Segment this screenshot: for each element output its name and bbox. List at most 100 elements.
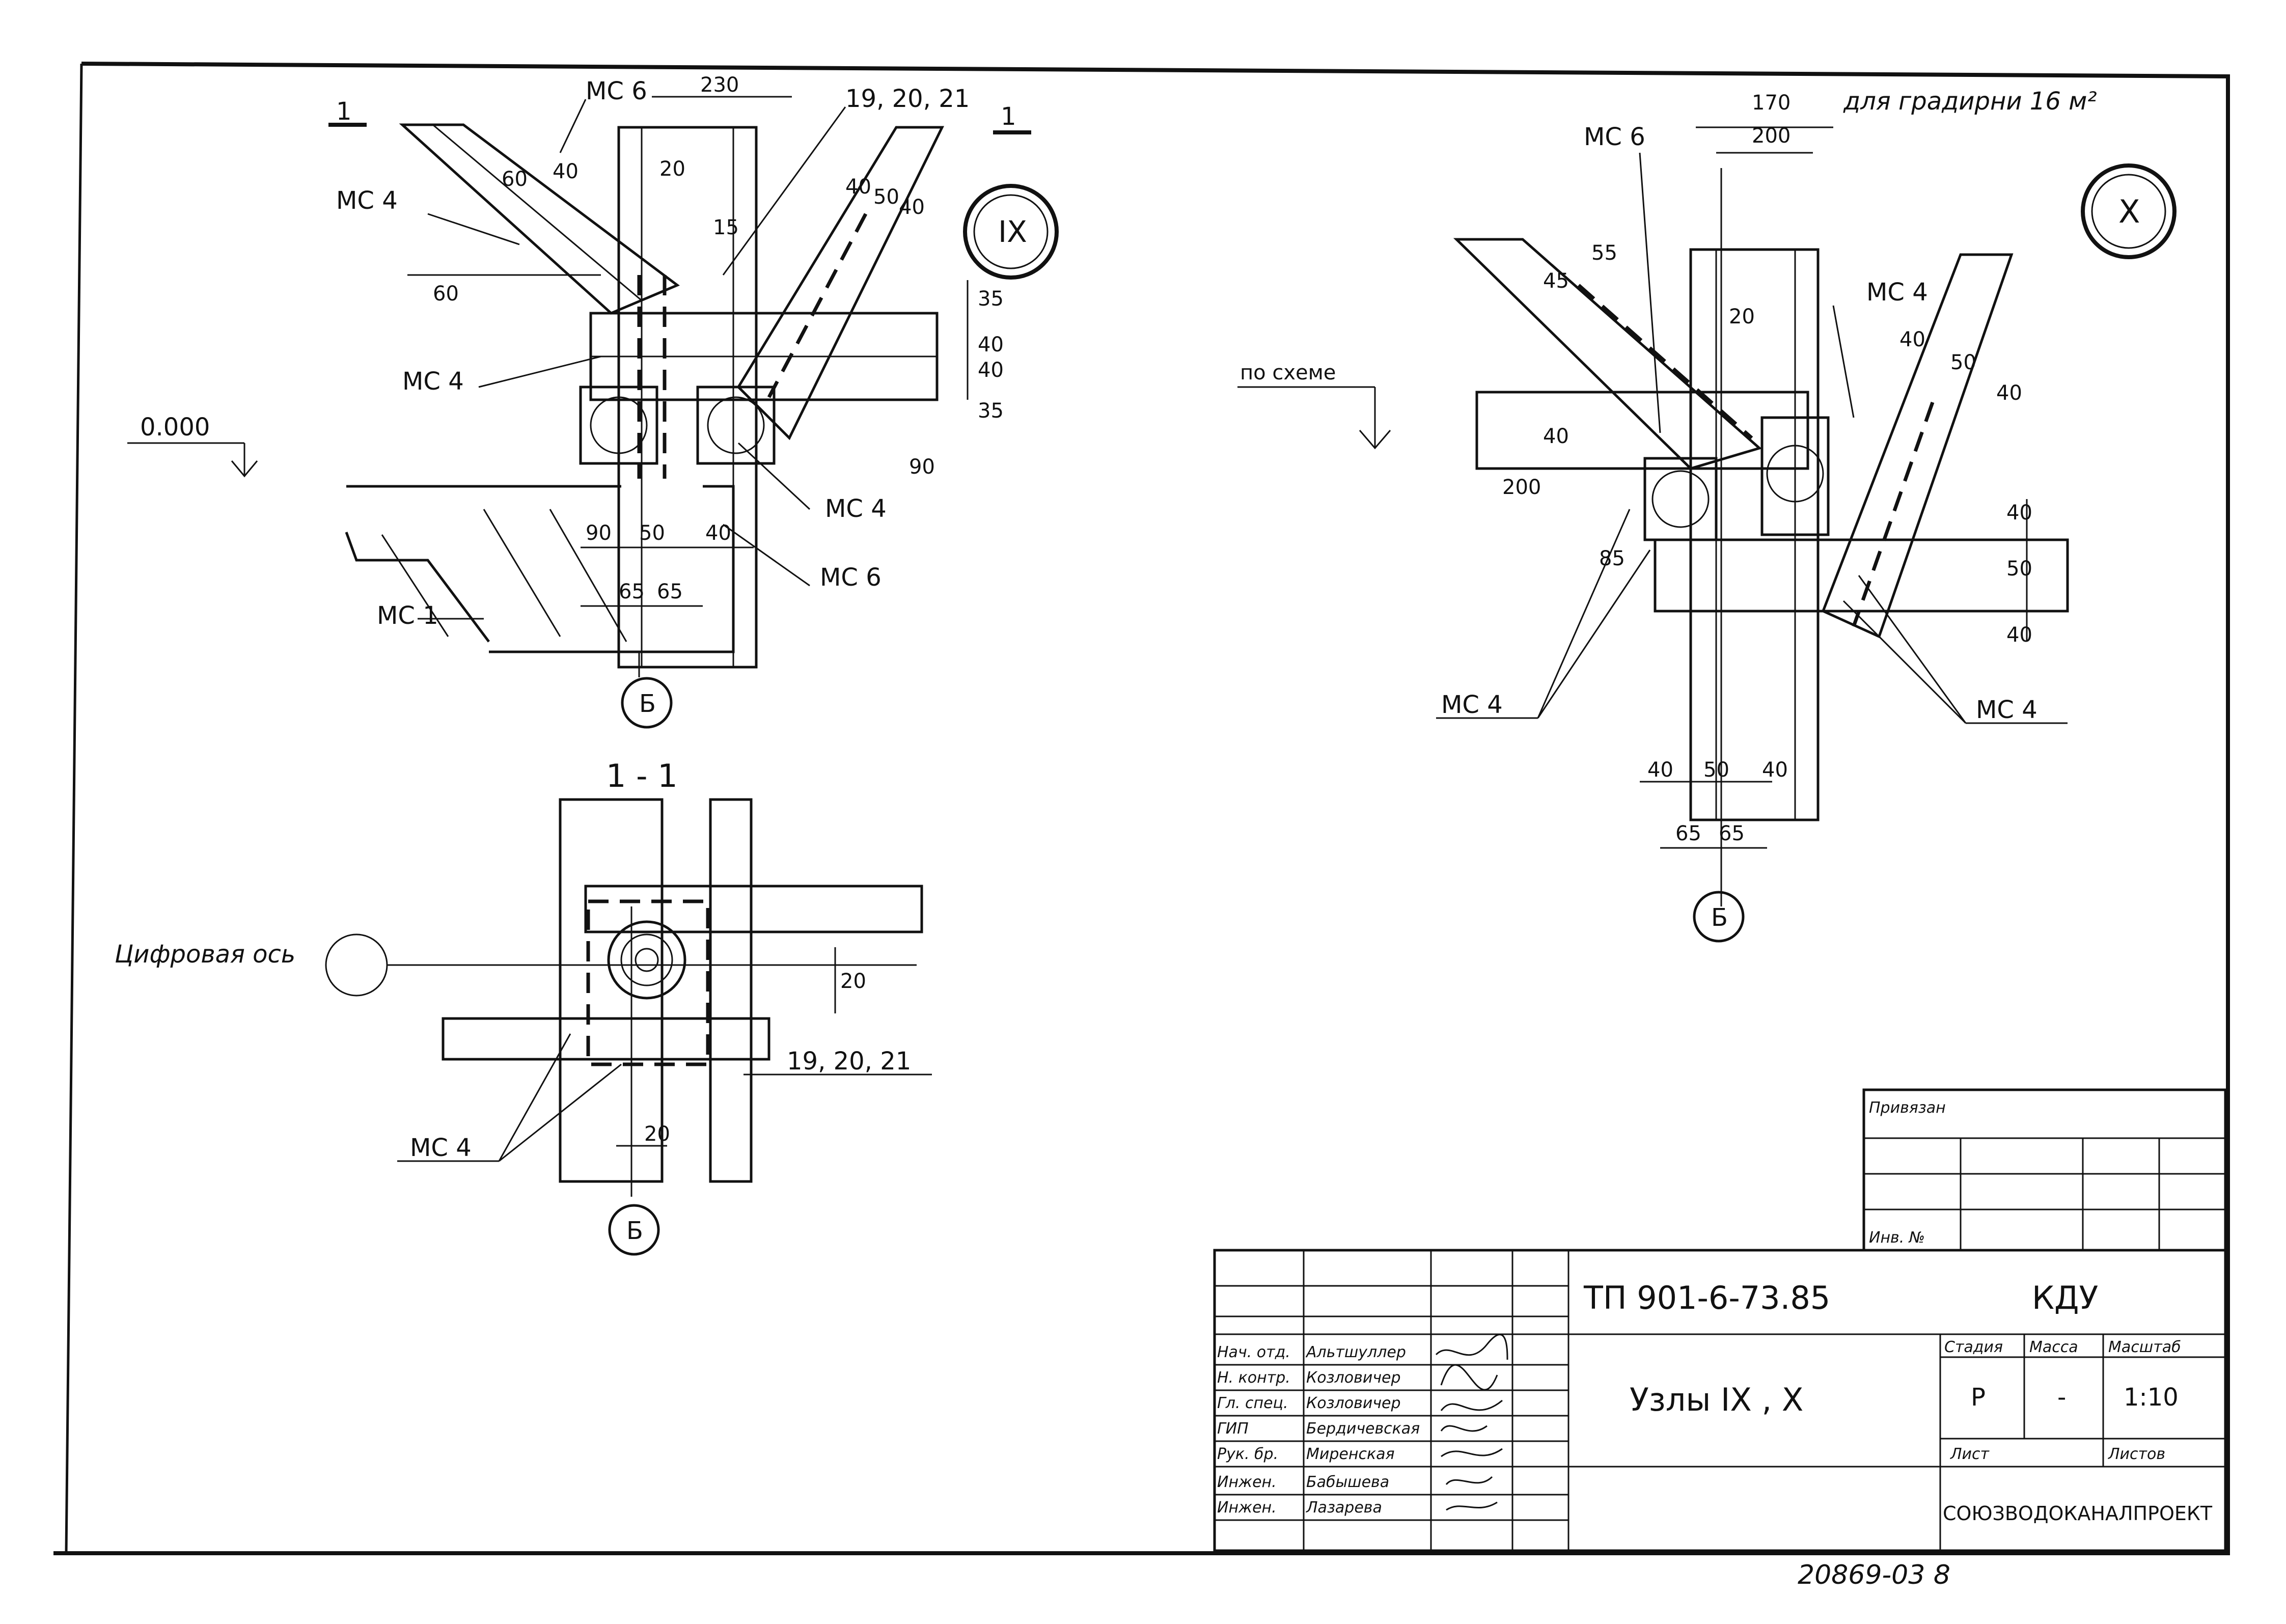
- node-ix-bubble: [963, 184, 1059, 280]
- stamp-stage-head: Стадия: [1944, 1338, 2003, 1356]
- dim-40-b: 40: [978, 359, 1004, 382]
- section-1-1: [325, 798, 932, 1256]
- section-dim-20-bottom: 20: [644, 1122, 670, 1146]
- label-mc4-x-c: МС 4: [1976, 696, 2037, 724]
- dim-35-a: 35: [978, 287, 1004, 311]
- label-mc6-top: МС 6: [586, 77, 647, 105]
- label-mc1: МС 1: [377, 601, 438, 630]
- label-mc6-bottom: МС 6: [820, 563, 882, 592]
- dim-20-top: 20: [659, 157, 685, 181]
- signer-role-1: Н. контр.: [1217, 1369, 1290, 1387]
- stamp-org: СОЮЗВОДОКАНАЛПРОЕКТ: [1943, 1502, 2213, 1525]
- axis-letter-x: Б: [1711, 903, 1728, 932]
- label-mc4-b: МС 4: [402, 367, 464, 396]
- stamp-scale: 1:10: [2124, 1383, 2179, 1412]
- dim-65-b-x: 65: [1719, 822, 1745, 845]
- axis-bubble-b-section: [608, 1204, 660, 1256]
- stamp-title: Узлы IX , X: [1630, 1381, 1803, 1418]
- dim-40b-right-x: 40: [2006, 623, 2032, 647]
- brace-dim-50: 50: [873, 185, 899, 209]
- dim-50-bottom-x: 50: [1703, 758, 1729, 782]
- signer-name-4: Миренская: [1306, 1445, 1395, 1463]
- dim-60-top: 60: [502, 168, 528, 191]
- stamp-privyazan: Привязан: [1869, 1099, 1946, 1117]
- brace-dim-40b-x: 40: [1996, 381, 2022, 405]
- dim-200-top: 200: [1752, 124, 1791, 148]
- scheme-label: по схеме: [1240, 361, 1336, 384]
- dim-200-x: 200: [1502, 476, 1541, 499]
- signer-name-3: Бердичевская: [1306, 1420, 1420, 1438]
- dim-45: 45: [1543, 269, 1569, 293]
- brace-dim-90: 90: [909, 455, 935, 479]
- dim-170: 170: [1752, 91, 1791, 115]
- label-mc6-x: МС 6: [1584, 123, 1645, 151]
- axis-caption: Цифровая ось: [115, 940, 295, 969]
- node-x: [1237, 126, 2177, 943]
- label-mc4-a: МС 4: [336, 186, 398, 215]
- label-mc4-c: МС 4: [825, 494, 887, 523]
- signer-role-3: ГИП: [1217, 1420, 1249, 1438]
- stamp-mass: -: [2057, 1383, 2066, 1412]
- signer-role-0: Нач. отд.: [1217, 1343, 1290, 1361]
- node-x-bubble: [2081, 163, 2177, 259]
- signer-name-1: Козловичер: [1306, 1369, 1401, 1387]
- signer-name-0: Альтшуллер: [1305, 1343, 1406, 1361]
- dim-40-right-x: 40: [2006, 501, 2032, 525]
- axis-letter-ix: Б: [639, 690, 656, 718]
- dim-15-top: 15: [713, 216, 739, 239]
- stamp-kdu: КДУ: [2032, 1279, 2098, 1316]
- node-x-roman: X: [2118, 193, 2140, 230]
- node-ix-roman: IX: [998, 214, 1027, 249]
- dim-40b-bottom-x: 40: [1762, 758, 1788, 782]
- node-ix: [127, 96, 1059, 729]
- dim-85: 85: [1599, 547, 1625, 570]
- stamp-stage: Р: [1971, 1383, 1986, 1412]
- section-mark-right: 1: [1001, 102, 1016, 131]
- footer-number: 20869-03 8: [1798, 1560, 1950, 1590]
- signer-name-6: Лазарева: [1306, 1499, 1382, 1517]
- stamp-inv-no: Инв. №: [1869, 1229, 1925, 1247]
- dim-90-bottom: 90: [586, 521, 612, 545]
- dim-65-a: 65: [619, 580, 645, 603]
- stamp-scale-head: Масштаб: [2108, 1338, 2181, 1356]
- section-dim-20-right: 20: [840, 970, 866, 993]
- dim-60-left: 60: [433, 282, 459, 306]
- brace-dim-40: 40: [845, 175, 871, 199]
- signer-role-2: Гл. спец.: [1217, 1394, 1288, 1412]
- dim-50-bottom: 50: [639, 521, 665, 545]
- signer-role-5: Инжен.: [1217, 1473, 1277, 1491]
- dim-40-a: 40: [978, 333, 1004, 356]
- title-block: [1213, 1088, 2227, 1552]
- stamp-code: ТП 901-6-73.85: [1583, 1279, 1830, 1316]
- dim-40-top: 40: [553, 160, 579, 183]
- brace-dim-50-x: 50: [1950, 351, 1976, 374]
- sheet-frame: [53, 62, 2230, 1555]
- signer-name-2: Козловичер: [1306, 1394, 1401, 1412]
- stamp-sheet-label: Лист: [1950, 1445, 1990, 1463]
- axis-bubble-b: [621, 677, 673, 729]
- signatures: [1435, 1334, 1508, 1511]
- dim-20-x: 20: [1729, 305, 1755, 328]
- dim-40-bottom: 40: [705, 521, 731, 545]
- brace-dim-40b: 40: [899, 196, 925, 219]
- stamp-mass-head: Масса: [2029, 1338, 2078, 1356]
- dim-65-b: 65: [657, 580, 683, 603]
- label-mc4-x-b: МС 4: [1441, 691, 1503, 719]
- level-mark: 0.000: [140, 413, 210, 442]
- dim-40-x: 40: [1543, 425, 1569, 448]
- axis-letter-section: Б: [626, 1217, 643, 1245]
- section-mark-left: 1: [336, 97, 352, 126]
- stamp-sheets-label: Листов: [2108, 1445, 2165, 1463]
- section-label-mc4: МС 4: [410, 1134, 472, 1162]
- dim-55: 55: [1591, 241, 1617, 265]
- brace-dim-40-x: 40: [1899, 328, 1925, 351]
- dim-35-b: 35: [978, 399, 1004, 423]
- tower-note: для градирни 16 м²: [1843, 87, 2097, 116]
- axis-bubble-b-x: [1693, 891, 1745, 943]
- axis-circle-digital: [325, 933, 388, 997]
- signer-name-5: Бабышева: [1306, 1473, 1389, 1491]
- signer-role-6: Инжен.: [1217, 1499, 1277, 1517]
- dim-65-a-x: 65: [1675, 822, 1701, 845]
- section-ref: 19, 20, 21: [787, 1047, 911, 1076]
